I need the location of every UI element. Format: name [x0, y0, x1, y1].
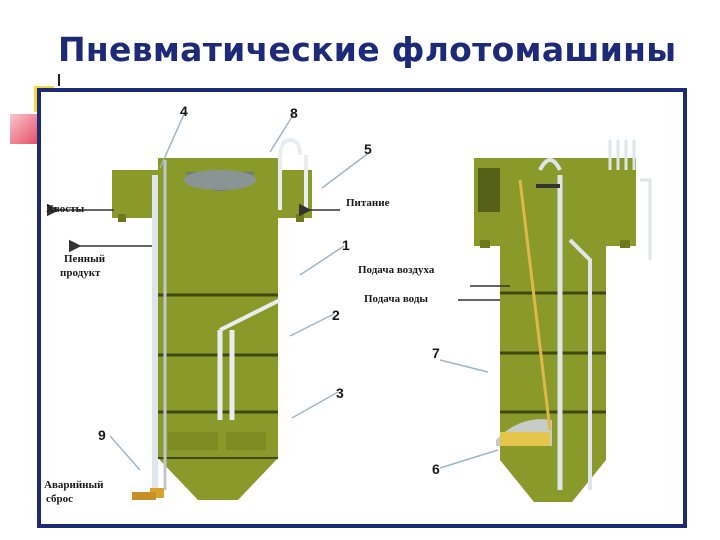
label-7: 7 — [432, 345, 440, 361]
emergency-label-line1: Аварийный — [44, 479, 104, 491]
water-label: Подача воды — [364, 293, 428, 305]
slide-title: Пневматические флотомашины — [58, 30, 677, 69]
tails-label: Хвосты — [46, 203, 85, 215]
accent-tick — [58, 74, 60, 86]
label-1: 1 — [342, 237, 350, 253]
leader-lines — [109, 111, 499, 471]
label-6: 6 — [432, 461, 440, 477]
left-machine — [112, 137, 312, 500]
label-5: 5 — [364, 141, 372, 157]
left-cone — [158, 458, 278, 500]
feed-label: Питание — [346, 197, 390, 209]
right-machine — [474, 140, 652, 502]
emergency-label-line2: сброс — [46, 493, 73, 505]
label-2: 2 — [332, 307, 340, 323]
foam-label-line2: продукт — [60, 267, 101, 279]
air-label: Подача воздуха — [358, 264, 435, 276]
aerator-element — [500, 432, 550, 446]
foam-label-line1: Пенный — [64, 253, 106, 265]
label-3: 3 — [336, 385, 344, 401]
label-8: 8 — [290, 105, 298, 121]
label-4: 4 — [180, 103, 188, 119]
label-9: 9 — [98, 427, 106, 443]
flow-arrows — [46, 203, 510, 301]
right-cone — [500, 460, 606, 502]
